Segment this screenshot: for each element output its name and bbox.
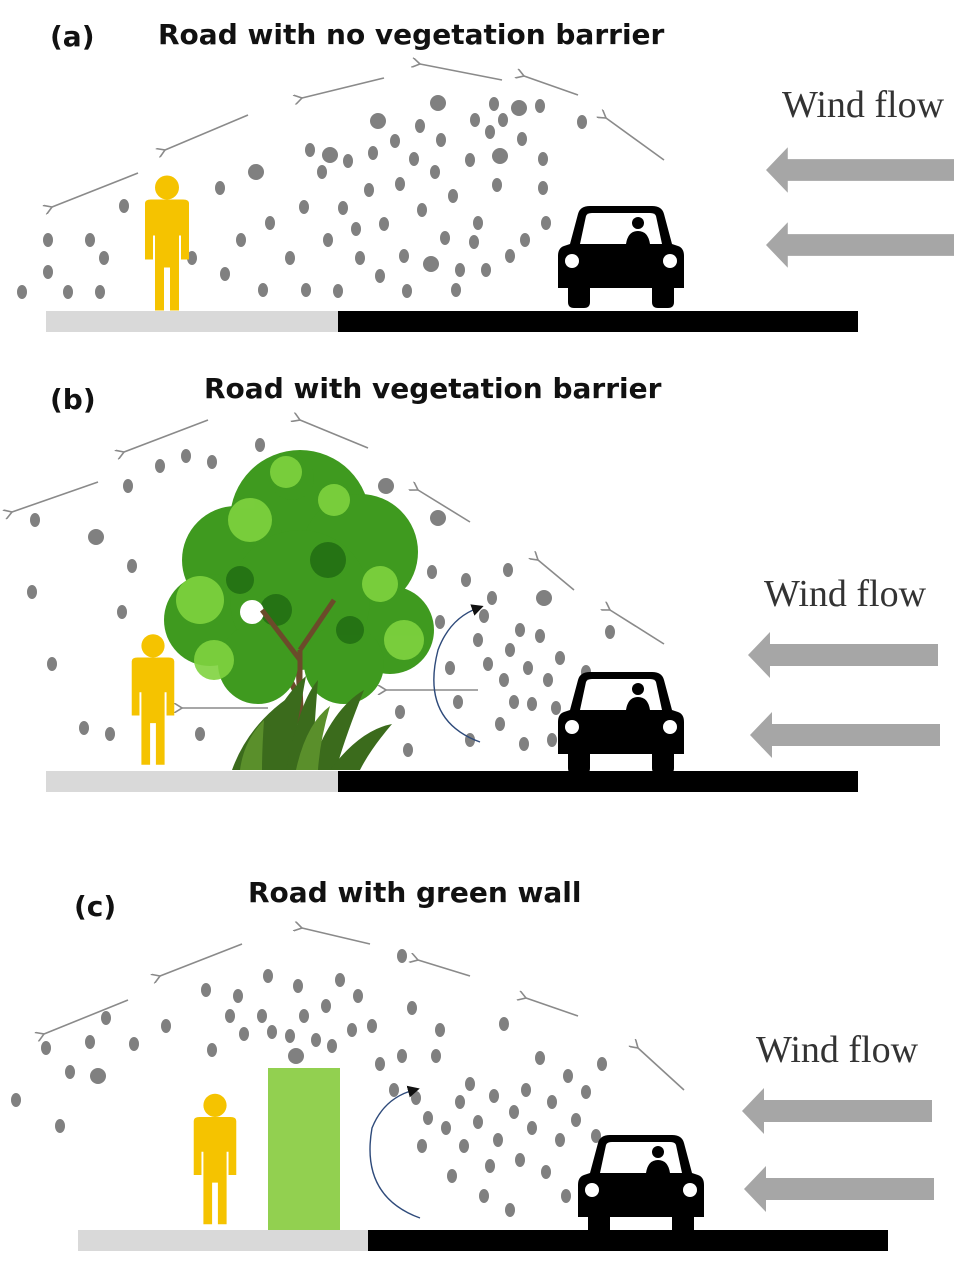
road-c <box>368 1230 888 1251</box>
green-wall <box>268 1068 340 1230</box>
wind-arrows-a <box>766 147 954 268</box>
pavement-a <box>46 311 338 332</box>
road-b <box>338 771 858 792</box>
panel-title-b: Road with vegetation barrier <box>204 372 662 405</box>
pedestrian-icon <box>193 1093 237 1225</box>
shrub-icon <box>232 676 392 770</box>
wind-arrow-icon <box>744 1166 934 1212</box>
panel-title-a: Road with no vegetation barrier <box>158 18 665 51</box>
panel-a: (a) Road with no vegetation barrier Wind… <box>17 18 954 332</box>
particles-a <box>17 95 587 299</box>
pedestrian-icon <box>131 634 175 765</box>
wind-arrow-icon <box>766 222 954 268</box>
road-a <box>338 311 858 332</box>
wind-arrow-icon <box>742 1088 932 1134</box>
dispersion-arrows-c <box>44 928 685 1091</box>
panel-letter-a: (a) <box>50 20 95 53</box>
panel-title-c: Road with green wall <box>248 876 581 909</box>
pedestrian-icon <box>145 175 189 311</box>
wind-arrow-icon <box>766 147 954 193</box>
car-icon <box>578 1135 704 1237</box>
vortex-arrow-b <box>433 604 484 743</box>
panel-b: (b) Road with vegetation barrier Wind fl… <box>12 372 940 792</box>
wind-arrows-c <box>742 1088 934 1212</box>
vortex-arrow-c <box>369 1085 421 1219</box>
wind-label-c: Wind flow <box>756 1029 919 1071</box>
wind-arrow-icon <box>750 712 940 758</box>
dispersion-arrows-b <box>12 420 665 708</box>
pavement-c <box>78 1230 368 1251</box>
pavement-b <box>46 771 338 792</box>
wind-label-a: Wind flow <box>782 84 945 126</box>
wind-arrows-b <box>748 632 940 758</box>
particles-c <box>11 949 607 1217</box>
dispersion-arrows-a <box>52 64 665 207</box>
tree-icon <box>164 450 434 760</box>
panel-letter-c: (c) <box>74 890 116 923</box>
wind-label-b: Wind flow <box>764 573 927 615</box>
panel-c: (c) Road with green wall Wind flow <box>11 876 934 1251</box>
car-icon <box>558 206 684 308</box>
car-icon <box>558 672 684 774</box>
panel-letter-b: (b) <box>50 383 96 416</box>
wind-arrow-icon <box>748 632 938 678</box>
